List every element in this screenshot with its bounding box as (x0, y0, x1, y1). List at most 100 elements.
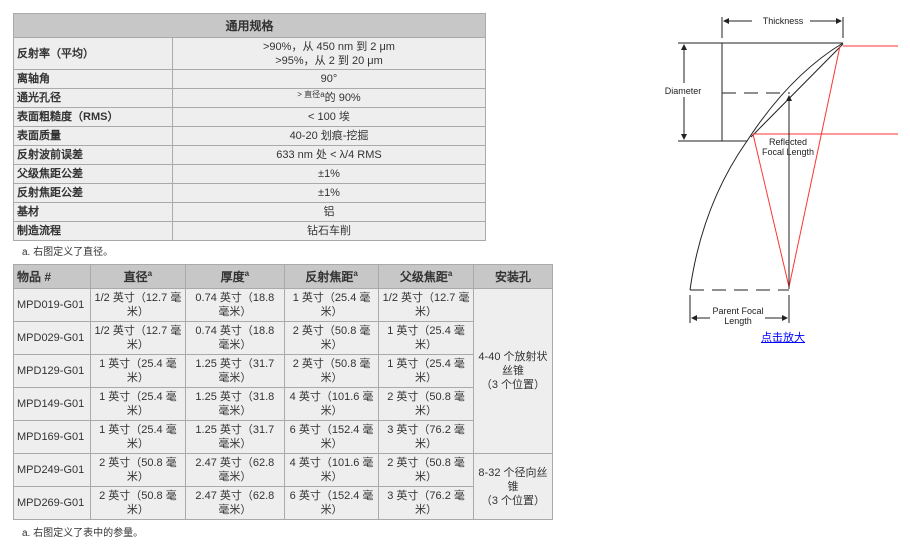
table-cell: 1 英寸（25.4 毫米） (90, 387, 186, 421)
spec-value: ±1% (172, 164, 486, 184)
table-cell: 2 英寸（50.8 毫米） (378, 453, 474, 487)
column-header-label: 直径 (123, 269, 148, 284)
spec-value: > 直径a的 90% (172, 88, 486, 108)
spec-value: 铝 (172, 202, 486, 222)
part-number: MPD149-G01 (13, 387, 91, 421)
mirror-outline (721, 42, 843, 142)
light-rays (752, 45, 898, 288)
spec-label: 离轴角 (13, 69, 173, 89)
spec-label: 基材 (13, 202, 173, 222)
column-header: 安装孔 (472, 264, 554, 289)
table-cell: 6 英寸（152.4 毫米） (283, 420, 380, 454)
table-cell: 6 英寸（152.4 毫米） (283, 486, 380, 520)
table-cell: 3 英寸（76.2 毫米） (378, 486, 474, 520)
table-cell: 1.25 英寸（31.8 毫米） (184, 387, 285, 421)
spec-label: 反射焦距公差 (13, 183, 173, 203)
table-cell: 1 英寸（25.4 毫米） (90, 420, 186, 454)
thickness-label: Thickness (763, 16, 804, 26)
spec-value: 633 nm 处 < λ/4 RMS (172, 145, 486, 165)
spec-label: 反射波前误差 (13, 145, 173, 165)
table-cell: 2.47 英寸（62.8 毫米） (184, 486, 285, 520)
spec-label: 通光孔径 (13, 88, 173, 108)
table-cell: 1/2 英寸（12.7 毫米） (378, 288, 474, 322)
parent-label-2: Length (724, 316, 752, 326)
table-cell: 4 英寸（101.6 毫米） (283, 387, 380, 421)
table-cell: 2 英寸（50.8 毫米） (283, 321, 380, 355)
column-header: 物品 # (13, 264, 91, 289)
spec-footnote: a. 右图定义了直径。 (22, 247, 114, 258)
spec-value-line: >95%，从 2 到 20 μm (275, 54, 383, 67)
table-cell: 1 英寸（25.4 毫米） (90, 354, 186, 388)
column-header-label: 厚度 (220, 269, 245, 284)
spec-label: 反射率（平均） (13, 37, 173, 70)
product-footnote: a. 右图定义了表中的参量。 (22, 528, 144, 539)
footnote-ref: a (447, 268, 453, 278)
mount-holes-text: （3 个位置） (480, 379, 546, 391)
mount-holes-text: 4-40 个放射状丝锥 (478, 351, 548, 377)
spec-value-line: >90%，从 450 nm 到 2 μm (263, 40, 395, 53)
table-cell: 0.74 英寸（18.8 毫米） (184, 288, 285, 322)
table-cell: 1 英寸（25.4 毫米） (378, 354, 474, 388)
table-cell: 2.47 英寸（62.8 毫米） (184, 453, 285, 487)
part-number: MPD249-G01 (13, 453, 91, 487)
general-specs-table: 通用规格 反射率（平均）>90%，从 450 nm 到 2 μm>95%，从 2… (13, 13, 486, 241)
table-cell: 0.74 英寸（18.8 毫米） (184, 321, 285, 355)
parabolic-mirror-diagram: Thickness Diameter Reflected Focal Lengt… (665, 16, 898, 326)
enlarge-link[interactable]: 点击放大 (761, 332, 805, 344)
spec-label: 表面质量 (13, 126, 173, 146)
spec-label: 制造流程 (13, 221, 173, 241)
mount-holes-text: 8-32 个径向丝锥 (478, 466, 548, 493)
table-cell: 1.25 英寸（31.7 毫米） (184, 354, 285, 388)
part-number: MPD019-G01 (13, 288, 91, 322)
spec-value: 90° (172, 69, 486, 89)
column-header-label: 父级焦距 (399, 269, 448, 284)
table-cell: 1/2 英寸（12.7 毫米） (90, 321, 186, 355)
part-number: MPD129-G01 (13, 354, 91, 388)
part-number: MPD169-G01 (13, 420, 91, 454)
mount-holes-cell: 8-32 个径向丝锥（3 个位置） (472, 453, 554, 520)
footnote-ref: a (147, 268, 153, 278)
footnote-ref: a (353, 268, 358, 278)
parent-parabola (689, 42, 844, 291)
diameter-dimension (678, 42, 722, 142)
column-header: 反射焦距a (283, 264, 380, 289)
footnote-ref: a (244, 268, 250, 278)
column-header: 父级焦距a (378, 264, 474, 289)
table-cell: 2 英寸（50.8 毫米） (378, 387, 474, 421)
thickness-dimension (721, 17, 844, 38)
table-cell: 1.25 英寸（31.7 毫米） (184, 420, 285, 454)
column-header-label: 反射焦距 (305, 269, 354, 284)
column-header-label: 物品 # (17, 269, 52, 284)
diameter-label: Diameter (665, 86, 702, 96)
mount-holes-text: （3 个位置） (480, 494, 546, 507)
table-cell: 1 英寸（25.4 毫米） (283, 288, 380, 322)
part-number: MPD269-G01 (13, 486, 91, 520)
parent-focal-dimension (689, 295, 790, 323)
mirror-surface (750, 43, 844, 138)
reflected-label-1: Reflected (769, 137, 807, 147)
spec-value-pre: > 直径 (297, 90, 321, 99)
table-cell: 2 英寸（50.8 毫米） (283, 354, 380, 388)
footnote-ref: a (320, 90, 325, 99)
table-cell: 4 英寸（101.6 毫米） (283, 453, 380, 487)
spec-value: 40-20 划痕-挖掘 (172, 126, 486, 146)
table-cell: 2 英寸（50.8 毫米） (90, 486, 186, 520)
spec-value: 钻石车削 (172, 221, 486, 241)
spec-label: 表面粗糙度（RMS） (13, 107, 173, 127)
table-cell: 2 英寸（50.8 毫米） (90, 453, 186, 487)
reflected-label-2: Focal Length (762, 147, 814, 157)
part-number: MPD029-G01 (13, 321, 91, 355)
spec-value: >90%，从 450 nm 到 2 μm>95%，从 2 到 20 μm (172, 37, 486, 70)
parent-label-1: Parent Focal (712, 306, 763, 316)
mount-holes-cell: 4-40 个放射状丝锥 （3 个位置） (472, 288, 554, 454)
spec-value: < 100 埃 (172, 107, 486, 127)
spec-label: 父级焦距公差 (13, 164, 173, 184)
